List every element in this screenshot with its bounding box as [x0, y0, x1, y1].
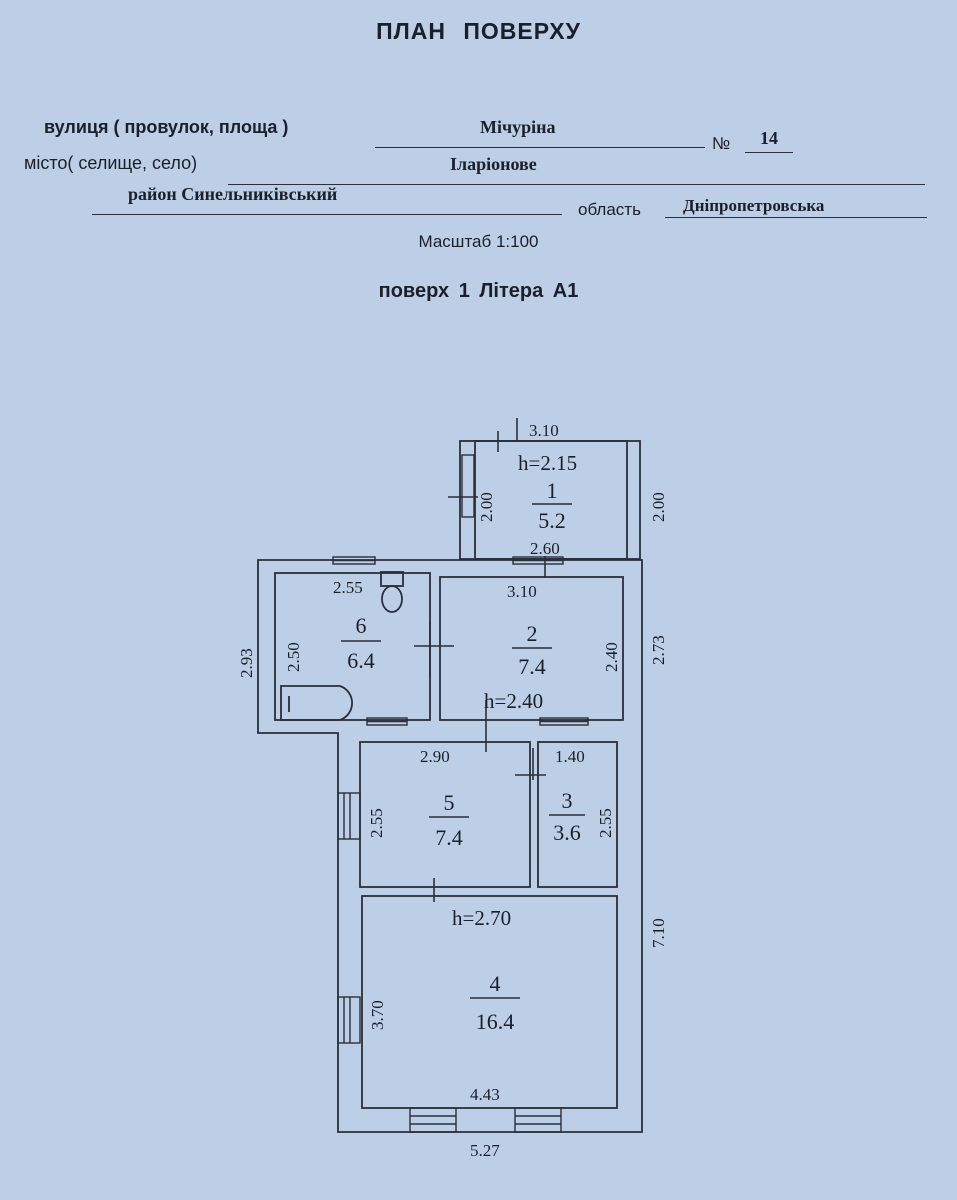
- room-2-height: h=2.40: [484, 689, 543, 713]
- outer-wall: [257, 559, 643, 1133]
- toilet-tank-icon: [380, 571, 404, 587]
- room-4-area: 16.4: [476, 1009, 515, 1034]
- scale-label: Масштаб 1:100: [418, 232, 539, 251]
- window-room-1-left: [461, 454, 475, 518]
- window-room-4-bottom-a: [409, 1107, 457, 1133]
- dim-room5-left: 2.55: [367, 808, 386, 838]
- room-1-area: 5.2: [538, 508, 566, 533]
- room-3-wall: [537, 741, 618, 888]
- district-value: район Синельниківський: [128, 184, 338, 204]
- window-room-4-bottom-b: [514, 1107, 562, 1133]
- bathtub-icon: [280, 685, 353, 721]
- room-2-wall: [439, 576, 624, 721]
- number-value: 14: [760, 128, 778, 148]
- number-label: №: [712, 134, 731, 153]
- windows: [332, 454, 589, 1133]
- dim-room3-right: 2.55: [596, 808, 615, 838]
- dim-room2-top: 3.10: [507, 582, 537, 601]
- room-1-height: h=2.15: [518, 451, 577, 475]
- city-value: Іларіонове: [450, 154, 537, 174]
- region-underline: [665, 217, 927, 218]
- dim-room1-right-ext: 2.00: [649, 492, 668, 522]
- page-title: ПЛАН ПОВЕРХУ: [376, 18, 581, 44]
- dim-room4-bottom: 4.43: [470, 1085, 500, 1104]
- region-value: Дніпропетровська: [683, 196, 825, 215]
- door-marks: [414, 418, 546, 902]
- room-4-number: 4: [490, 971, 501, 996]
- dim-room6-inner: 2.50: [284, 642, 303, 672]
- floor-label: поверх 1 Літера А1: [378, 280, 579, 302]
- room-label-5: 5 7.4: [429, 790, 469, 850]
- room-3-number: 3: [562, 788, 573, 813]
- street-value: Мічуріна: [480, 117, 556, 137]
- toilet-bowl-icon: [381, 585, 403, 613]
- room-2-area: 7.4: [518, 654, 546, 679]
- room-5-area: 7.4: [435, 825, 463, 850]
- room-4-height: h=2.70: [452, 906, 511, 930]
- dim-room3-top: 1.40: [555, 747, 585, 766]
- room-1-inner-wall: [474, 440, 628, 560]
- region-label: область: [578, 200, 641, 219]
- dim-right-ext-mid: 2.73: [649, 635, 668, 665]
- dim-room1-left: 2.00: [477, 492, 496, 522]
- street-underline: [375, 147, 705, 148]
- city-underline: [228, 184, 925, 185]
- room-6-area: 6.4: [347, 648, 375, 673]
- dim-right-ext-low: 7.10: [649, 918, 668, 948]
- room-4-wall: [361, 895, 618, 1109]
- district-underline: [92, 214, 562, 215]
- room-label-6: 6 6.4: [341, 613, 381, 673]
- dim-top-width: 3.10: [529, 421, 559, 440]
- dim-room2-right: 2.40: [602, 642, 621, 672]
- dim-room6-left-ext: 2.93: [237, 648, 256, 678]
- room-label-3: 3 3.6: [549, 788, 585, 845]
- room-5-number: 5: [444, 790, 455, 815]
- dim-room5-top: 2.90: [420, 747, 450, 766]
- window-room-5-left: [337, 792, 361, 840]
- number-underline: [745, 152, 793, 153]
- room-1-number: 1: [547, 478, 558, 503]
- city-label: місто( селище, село): [24, 153, 198, 173]
- window-room-4-left: [337, 996, 361, 1044]
- dim-room6-top: 2.55: [333, 578, 363, 597]
- street-label: вулиця ( провулок, площа ): [44, 117, 289, 137]
- room-6-number: 6: [356, 613, 367, 638]
- room-label-1: 1 5.2: [532, 478, 572, 533]
- room-2-number: 2: [527, 621, 538, 646]
- room-label-4: 4 16.4: [470, 971, 520, 1034]
- dim-bottom-ext: 5.27: [470, 1141, 500, 1160]
- room-label-2: 2 7.4: [512, 621, 552, 679]
- dim-room4-left: 3.70: [368, 1000, 387, 1030]
- dim-room1-bottom: 2.60: [530, 539, 560, 558]
- room-3-area: 3.6: [553, 820, 581, 845]
